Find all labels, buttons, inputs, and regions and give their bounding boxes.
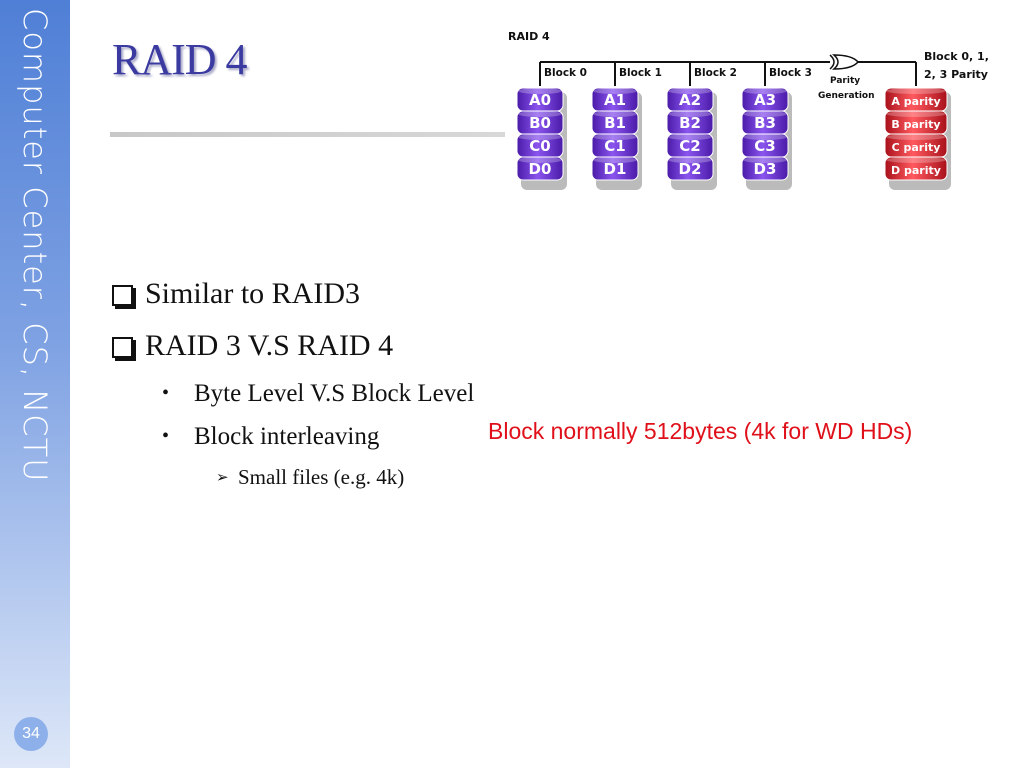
data-disk-label: D3 <box>754 160 777 178</box>
data-disk-label: A0 <box>529 91 551 109</box>
diagram-heading: RAID 4 <box>508 30 550 43</box>
disk-rim <box>743 134 787 140</box>
data-disk-label: D0 <box>529 160 552 178</box>
bullet-text: RAID 3 V.S RAID 4 <box>145 329 394 362</box>
block-label-2: Block 2 <box>694 67 737 79</box>
parity-label-1: Parity <box>830 76 860 86</box>
data-disk-label: C0 <box>529 137 550 155</box>
data-disk-segment <box>741 156 789 181</box>
parity-disk-label-2: 2, 3 Parity <box>924 68 988 81</box>
data-disk-segment <box>666 156 714 181</box>
disk-rim <box>743 88 787 94</box>
disk-rim <box>518 111 562 117</box>
parity-disk-label: D parity <box>891 164 941 177</box>
data-disk-label: D2 <box>679 160 702 178</box>
parity-disk-label-1: Block 0, 1, <box>924 50 989 63</box>
disk-rim <box>518 134 562 140</box>
disk-rim <box>593 111 637 117</box>
disk-rim <box>593 88 637 94</box>
sub-sub-bullet-item: ➢ Small files (e.g. 4k) <box>216 458 474 496</box>
parity-disk-label: C parity <box>892 141 941 154</box>
disk-rim <box>668 88 712 94</box>
data-disk-label: C2 <box>679 137 700 155</box>
parity-disk-label: A parity <box>891 95 940 108</box>
data-disk-label: C1 <box>604 137 625 155</box>
bullet-list: Similar to RAID3 RAID 3 V.S RAID 4 • Byt… <box>112 268 474 496</box>
disk-rim <box>886 111 946 117</box>
data-disk-label: A1 <box>604 91 626 109</box>
arrow-bullet-icon: ➢ <box>216 469 229 486</box>
slide-title: RAID 4 <box>112 35 248 84</box>
block-label-3: Block 3 <box>769 67 812 79</box>
checkbox-bullet-icon <box>112 284 136 309</box>
disk-rim <box>743 111 787 117</box>
data-disk-label: D1 <box>604 160 627 178</box>
red-note: Block normally 512bytes (4k for WD HDs) <box>488 418 913 444</box>
disk-rim <box>593 134 637 140</box>
dot-bullet-icon: • <box>162 425 170 447</box>
data-disk-label: B3 <box>754 114 776 132</box>
disk-rim <box>668 111 712 117</box>
disk-rim <box>593 157 637 163</box>
disk-rim <box>668 134 712 140</box>
disk-rim <box>886 157 946 163</box>
sub-sub-bullet-text: Small files (e.g. 4k) <box>238 464 405 489</box>
data-disk-label: A3 <box>754 91 776 109</box>
data-disk-segment <box>516 156 564 181</box>
data-disk-label: C3 <box>754 137 775 155</box>
bullet-text: Similar to RAID3 <box>145 277 360 310</box>
raid4-diagram: RAID 4 Block 0 Block 1 Block 2 Block 3 P… <box>508 30 989 190</box>
disk-rim <box>886 88 946 94</box>
dot-bullet-icon: • <box>162 382 170 404</box>
sidebar: Computer Center, CS, NCTU 34 <box>0 0 70 768</box>
checkbox-bullet-icon <box>112 336 136 361</box>
sub-bullet-text: Block interleaving <box>194 422 380 450</box>
data-disk-label: A2 <box>679 91 701 109</box>
data-disk-label: B0 <box>529 114 551 132</box>
xor-gate-icon <box>829 54 859 70</box>
disk-rim <box>886 134 946 140</box>
data-disk-label: B1 <box>604 114 626 132</box>
sub-bullet-item: • Block interleaving <box>162 415 474 458</box>
parity-disk-label: B parity <box>891 118 940 131</box>
sub-bullet-item: • Byte Level V.S Block Level <box>162 372 474 415</box>
title-divider <box>110 132 505 137</box>
bullet-item: Similar to RAID3 <box>112 268 474 320</box>
bullet-item: RAID 3 V.S RAID 4 <box>112 320 474 372</box>
sub-bullet-text: Byte Level V.S Block Level <box>194 379 475 407</box>
disk-rim <box>743 157 787 163</box>
disk-rim <box>518 88 562 94</box>
parity-label-2: Generation <box>818 91 875 101</box>
data-disk-label: B2 <box>679 114 701 132</box>
disk-rim <box>668 157 712 163</box>
block-label-0: Block 0 <box>544 67 587 79</box>
disk-rim <box>518 157 562 163</box>
block-label-1: Block 1 <box>619 67 662 79</box>
sidebar-title: Computer Center, CS, NCTU <box>16 8 54 483</box>
page-number: 34 <box>14 717 48 751</box>
data-disk-segment <box>591 156 639 181</box>
parity-disk-segment <box>884 156 948 181</box>
